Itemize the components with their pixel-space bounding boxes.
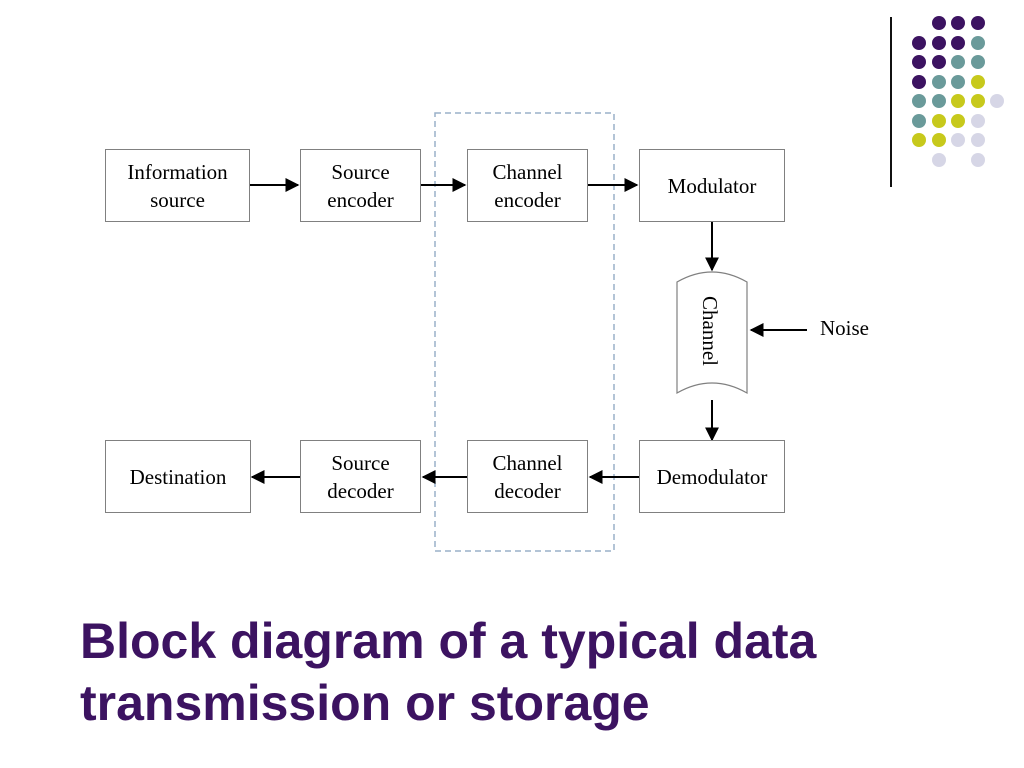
decorative-dot (970, 55, 985, 69)
decorative-dot (931, 55, 946, 69)
slide-title-line-2: transmission or storage (80, 675, 650, 731)
decorative-dot (951, 133, 965, 147)
destination-block: Destination (105, 440, 251, 513)
slide-title-line-1: Block diagram of a typical data (80, 613, 817, 669)
decorative-dot (912, 55, 926, 69)
decorative-dot (970, 16, 985, 30)
channel-decoder-label: Channel decoder (492, 450, 563, 503)
decorative-dot (912, 74, 926, 89)
information-source-block: Information source (105, 149, 250, 222)
decorative-dot (970, 152, 985, 167)
decorative-dot (970, 113, 985, 128)
decorative-dot (990, 94, 1004, 108)
slide-title: Block diagram of a typical data transmis… (80, 610, 980, 734)
channel-encoder-label: Channel encoder (492, 159, 563, 212)
destination-label: Destination (129, 464, 227, 489)
demodulator-block: Demodulator (639, 440, 785, 513)
noise-label: Noise (820, 316, 869, 340)
decorative-dot (931, 133, 946, 147)
channel-encoder-block: Channel encoder (467, 149, 588, 222)
decorative-dot (951, 16, 965, 30)
decorative-dot (912, 113, 926, 128)
channel-coding-dashed-frame (434, 112, 615, 552)
information-source-label: Information source (127, 159, 228, 212)
decorative-dot (912, 94, 926, 108)
decorative-dot (951, 113, 965, 128)
decorative-dot (912, 35, 926, 50)
decorative-dot (931, 16, 946, 30)
decorative-vertical-rule (890, 17, 892, 187)
demodulator-label: Demodulator (656, 464, 768, 489)
decorative-dot (951, 94, 965, 108)
decorative-dot (970, 74, 985, 89)
modulator-block: Modulator (639, 149, 785, 222)
decorative-dot (970, 94, 985, 108)
modulator-label: Modulator (667, 173, 757, 198)
decorative-dot (951, 74, 965, 89)
decorative-dot (931, 35, 946, 50)
channel-decoder-block: Channel decoder (467, 440, 588, 513)
source-encoder-label: Source encoder (327, 159, 394, 212)
decorative-dot (970, 133, 985, 147)
decorative-dot (951, 35, 965, 50)
source-encoder-block: Source encoder (300, 149, 421, 222)
decorative-dot (931, 113, 946, 128)
decorative-dot (931, 152, 946, 167)
decorative-dot (931, 94, 946, 108)
decorative-dot (931, 74, 946, 89)
decorative-dot (912, 133, 926, 147)
decorative-dot (970, 35, 985, 50)
decorative-dot (951, 55, 965, 69)
source-decoder-label: Source decoder (327, 450, 394, 503)
channel-label: Channel (698, 296, 723, 366)
source-decoder-block: Source decoder (300, 440, 421, 513)
channel-cylinder-shape (676, 271, 748, 395)
